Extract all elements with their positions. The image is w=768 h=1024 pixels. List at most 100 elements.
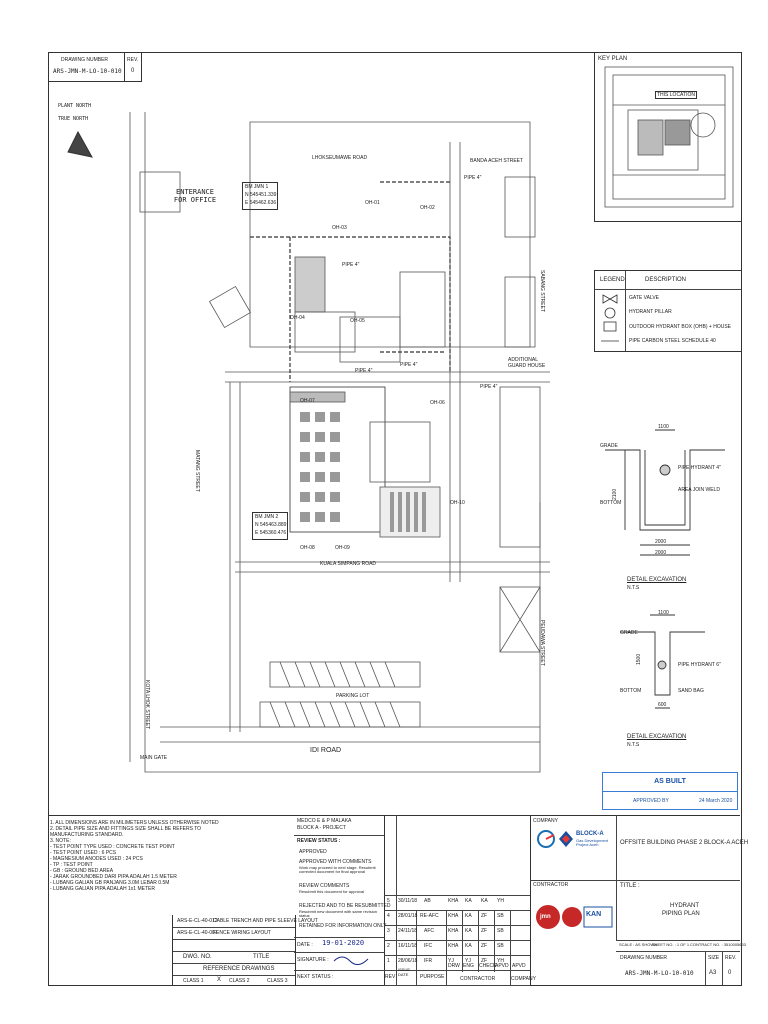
legend-header: LEGEND	[600, 277, 625, 283]
review-status-block: MEDCO E & P MALAKA BLOCK A - PROJECT REV…	[294, 815, 391, 985]
scale-info: SCALE : AS SHOWN	[619, 942, 658, 947]
kan-logo-icon	[583, 906, 613, 928]
legend-item: PIPE CARBON STEEL SCHEDULE 40	[629, 338, 716, 344]
gate-valve-icon	[602, 294, 618, 304]
general-notes: 1. ALL DIMENSIONS ARE IN MILIMETERS UNLE…	[50, 820, 285, 910]
class1-label: CLASS 1	[183, 978, 204, 984]
key-plan-drawing	[604, 66, 734, 208]
oh-tag: OH-10	[450, 500, 465, 506]
note-line: - TP : TEST POINT	[50, 862, 93, 868]
note-line: 1. ALL DIMENSIONS ARE IN MILIMETERS UNLE…	[50, 820, 219, 826]
review-status-label: REVIEW STATUS :	[297, 838, 341, 844]
review-date-value: 19-01-2020	[322, 939, 365, 947]
review-option-sub: Resubmit new document with same revision…	[299, 909, 378, 918]
size-label: SIZE	[708, 955, 720, 961]
road-idi: IDI ROAD	[310, 747, 342, 754]
oh-tag: OH-07	[300, 398, 315, 404]
plant-north-label: PLANT NORTH	[58, 103, 92, 109]
note-line: - LUBANG GALIAN PIPA ADALAH 1x1 METER	[50, 886, 155, 892]
company-apvd-col-header: APVD	[512, 963, 526, 969]
purpose-col-header: PURPOSE	[420, 974, 445, 980]
pipe-label: PIPE 4"	[342, 262, 360, 268]
note-line: - LUBANG GALIAN GB PANJANG 3.0M LEBAR 0.…	[50, 880, 170, 886]
bm-jmn1-box: BM JMN 1 N 545451.339 E 545462.636	[242, 182, 278, 210]
rev-value: 0	[728, 970, 732, 976]
detail1-title: DETAIL EXCAVATION	[627, 577, 687, 583]
hydrant-box-icon	[603, 321, 617, 332]
site-plan-drawing	[67, 112, 550, 773]
detail1-area: AREA JOIN WELD	[678, 487, 720, 493]
legend-item: OUTDOOR HYDRANT BOX (OHB) + HOUSE	[629, 324, 732, 330]
as-built-approved: APPROVED BY	[633, 798, 669, 804]
title-area-divider	[48, 815, 740, 816]
oh-tag: OH-09	[335, 545, 350, 551]
reference-dwg-no: ARS-E-CL-40-012	[177, 918, 218, 924]
jmn-logo-icon	[536, 905, 560, 929]
road-main-gate: MAIN GATE	[140, 755, 168, 761]
title-header: TITLE	[253, 954, 270, 960]
rev-label: REV.	[725, 955, 737, 961]
road-lhokseumawe: LHOKSEUMAWE ROAD	[312, 155, 368, 161]
reference-title: CABLE TRENCH AND PIPE SLEEVE LAYOUT	[213, 918, 318, 924]
kan-logo-text: KAN	[586, 911, 602, 918]
note-line: - TEST POINT TYPE USED : CONCRETE TEST P…	[50, 844, 175, 850]
check-col-header: CHECK	[479, 963, 497, 969]
review-project: BLOCK A - PROJECT	[297, 825, 346, 831]
pipe-label: PIPE 4"	[355, 368, 373, 374]
road-kota-lhok: KOTA LHOK STREET	[144, 680, 150, 730]
company-group-label: COMPANY	[511, 976, 536, 982]
dwg-no-header: DWG. NO.	[183, 954, 212, 960]
oh-tag: OH-02	[420, 205, 435, 211]
legend-table: LEGEND DESCRIPTION GATE VALVE HYDRANT PI…	[594, 270, 742, 352]
oh-tag: OH-05	[350, 318, 365, 324]
detail1-grade: GRADE	[600, 443, 618, 449]
review-date-label: DATE :	[297, 942, 313, 948]
project-name: OFFSITE BUILDING PHASE 2 BLOCK-A ACEH	[620, 840, 749, 846]
contractor-logos	[536, 905, 613, 929]
drawing-number: ARS-JMN-M-LO-10-010	[625, 970, 694, 977]
pipe-label: PIPE 4"	[464, 175, 482, 181]
title-block: COMPANY BLOCK-A Gas Development Project …	[530, 815, 748, 985]
legend-desc-header: DESCRIPTION	[645, 277, 687, 283]
note-line: 2. DETAIL PIPE SIZE AND FITTINGS SIZE SH…	[50, 826, 202, 832]
class3-label: CLASS 3	[267, 978, 288, 984]
reference-drawings: ARS-E-CL-40-012 CABLE TRENCH AND PIPE SL…	[172, 915, 318, 985]
review-option-sub: Work may proceed to next stage. Resubmit…	[299, 865, 376, 874]
detail1-pipe: PIPE HYDRANT 4"	[678, 465, 721, 471]
legend-item: GATE VALVE	[629, 295, 660, 301]
rev-header: REV. 0	[124, 52, 142, 82]
detail1-dim-bottom2: 2000	[655, 550, 667, 556]
issue-date-col-header: ISSUE DATE	[398, 967, 411, 977]
road-peudawa: PEUDAWA STREET	[539, 620, 545, 666]
detail1-scale: N.T.S	[627, 585, 640, 591]
oh-tag: OH-04	[290, 315, 305, 321]
review-signature-label: SIGNATURE :	[297, 957, 329, 963]
reference-dwg-no: ARS-E-CL-40-007	[177, 930, 218, 936]
review-option: REJECTED AND TO BE RESUBMITTED	[299, 903, 391, 909]
detail2-bottom: BOTTOM	[620, 688, 642, 694]
block-a-label: BLOCK-A	[576, 831, 604, 837]
detail1-dim-bottom1: 2000	[655, 539, 667, 545]
review-next-status: NEXT STATUS :	[297, 974, 334, 980]
oh-tag: OH-08	[300, 545, 315, 551]
title-line-2: PIPING PLAN	[662, 911, 700, 917]
detail2-pipe: PIPE HYDRANT 6"	[678, 662, 721, 668]
drawing-number-label: DRAWING NUMBER	[61, 57, 109, 63]
oh-tag: OH-06	[430, 400, 445, 406]
detail1-dim-height: 2100	[612, 488, 618, 500]
note-line: MANUFACTURING STANDARD.	[50, 832, 124, 838]
contractor-group-label: CONTRACTOR	[460, 976, 496, 982]
note-line: - TEST POINT USED : 6 PCS	[50, 850, 117, 856]
pipe-label: PIPE 4"	[400, 362, 418, 368]
drawing-number-value: ARS-JMN-M-LO-10-010	[53, 68, 122, 75]
contract-info: CONTRACT NO. : 3510005633	[690, 942, 746, 947]
drw-col-header: DRW	[448, 963, 460, 969]
review-option: APPROVED	[299, 849, 327, 855]
company-label: COMPANY	[533, 818, 558, 824]
guard-house-label: ADDITIONAL GUARD HOUSE	[508, 357, 546, 369]
parking-label: PARKING LOT	[336, 693, 370, 699]
review-option-sub: Resubmit this document for approval	[299, 889, 365, 894]
pipe-label: PIPE 4"	[480, 384, 498, 390]
contractor-label: CONTRACTOR	[533, 882, 569, 888]
oh-tag: OH-03	[332, 225, 347, 231]
